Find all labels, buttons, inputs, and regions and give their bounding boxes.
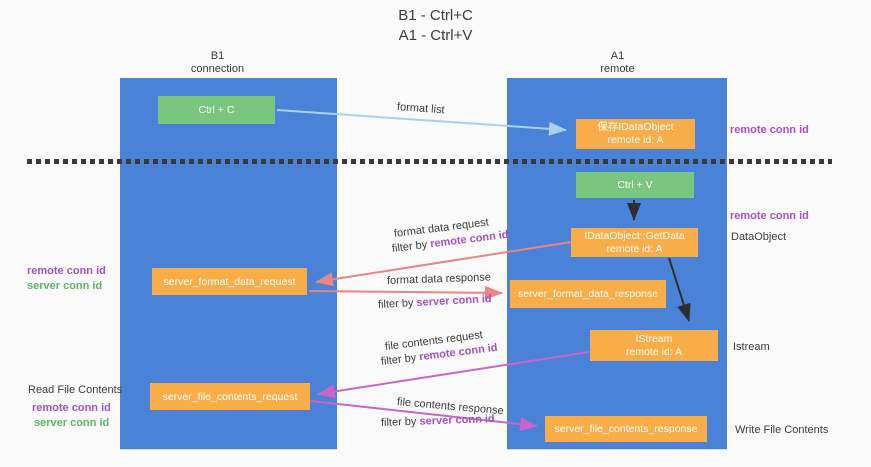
arrow-format-data-response bbox=[308, 285, 503, 300]
server-conn-id-text: server conn id bbox=[419, 413, 495, 428]
node-ctrl-c: Ctrl + C bbox=[158, 96, 275, 124]
annotation-istream: Istream bbox=[733, 341, 770, 353]
diagram-title: B1 - Ctrl+C A1 - Ctrl+V bbox=[0, 6, 871, 46]
filter-by-text: filter by bbox=[391, 238, 431, 255]
lane-header-a1: A1 remote bbox=[560, 50, 675, 76]
server-conn-id-text: server conn id bbox=[416, 293, 492, 309]
node-getdata-line2: remote id: A bbox=[606, 242, 663, 255]
annotation-dataobject: DataObject bbox=[731, 231, 787, 243]
label-format-data-response: format data response bbox=[386, 271, 492, 287]
annotation-left-remote-conn-id-mid: remote conn id bbox=[27, 265, 106, 277]
annotation-left-remote-conn-id-bottom: remote conn id bbox=[32, 402, 111, 414]
lane-a1-subtitle: remote bbox=[600, 63, 635, 75]
annotation-remote-conn-id-mid: remote conn id bbox=[730, 210, 809, 222]
annotation-write-file-contents: Write File Contents bbox=[735, 424, 829, 436]
node-save-idataobject: 保存IDataObject remote id: A bbox=[576, 119, 695, 149]
node-save-idataobject-line1: 保存IDataObject bbox=[597, 121, 674, 133]
annotation-read-file-contents: Read File Contents bbox=[28, 384, 123, 396]
node-istream: IStream remote id: A bbox=[590, 330, 718, 361]
filter-by-text: filter by bbox=[380, 351, 420, 368]
node-save-idataobject-line2: remote id: A bbox=[607, 134, 664, 146]
label-filter-file-response: filter by server conn id bbox=[381, 413, 495, 429]
node-idataobject-getdata: IDataObject::GetData remote id: A bbox=[571, 228, 698, 257]
node-server-file-contents-response: server_file_contents_response bbox=[545, 416, 707, 442]
lane-header-b1: B1 connection bbox=[160, 50, 275, 76]
lane-a1-name: A1 bbox=[610, 50, 625, 62]
title-line-1: B1 - Ctrl+C bbox=[398, 7, 473, 24]
node-server-file-contents-request: server_file_contents_request bbox=[150, 383, 310, 410]
filter-by-text: filter by bbox=[377, 296, 417, 311]
label-format-list: format list bbox=[396, 101, 445, 117]
node-istream-line2: remote id: A bbox=[625, 345, 683, 358]
node-getdata-line1: IDataObject::GetData bbox=[584, 229, 685, 242]
annotation-left-server-conn-id-bottom: server conn id bbox=[34, 417, 110, 429]
session-separator-dashed-line bbox=[27, 159, 832, 164]
node-istream-line1: IStream bbox=[635, 332, 673, 345]
node-server-format-data-response: server_format_data_response bbox=[510, 280, 666, 308]
node-server-format-data-request: server_format_data_request bbox=[152, 268, 307, 295]
title-line-2: A1 - Ctrl+V bbox=[398, 27, 473, 44]
node-ctrl-v: Ctrl + V bbox=[576, 172, 694, 198]
annotation-remote-conn-id-top: remote conn id bbox=[730, 124, 809, 136]
filter-by-text: filter by bbox=[380, 415, 420, 429]
lane-b1-subtitle: connection bbox=[190, 63, 245, 75]
annotation-left-server-conn-id-mid: server conn id bbox=[27, 280, 103, 292]
label-filter-format-response: filter by server conn id bbox=[378, 293, 492, 311]
lane-b1-name: B1 bbox=[210, 50, 225, 62]
